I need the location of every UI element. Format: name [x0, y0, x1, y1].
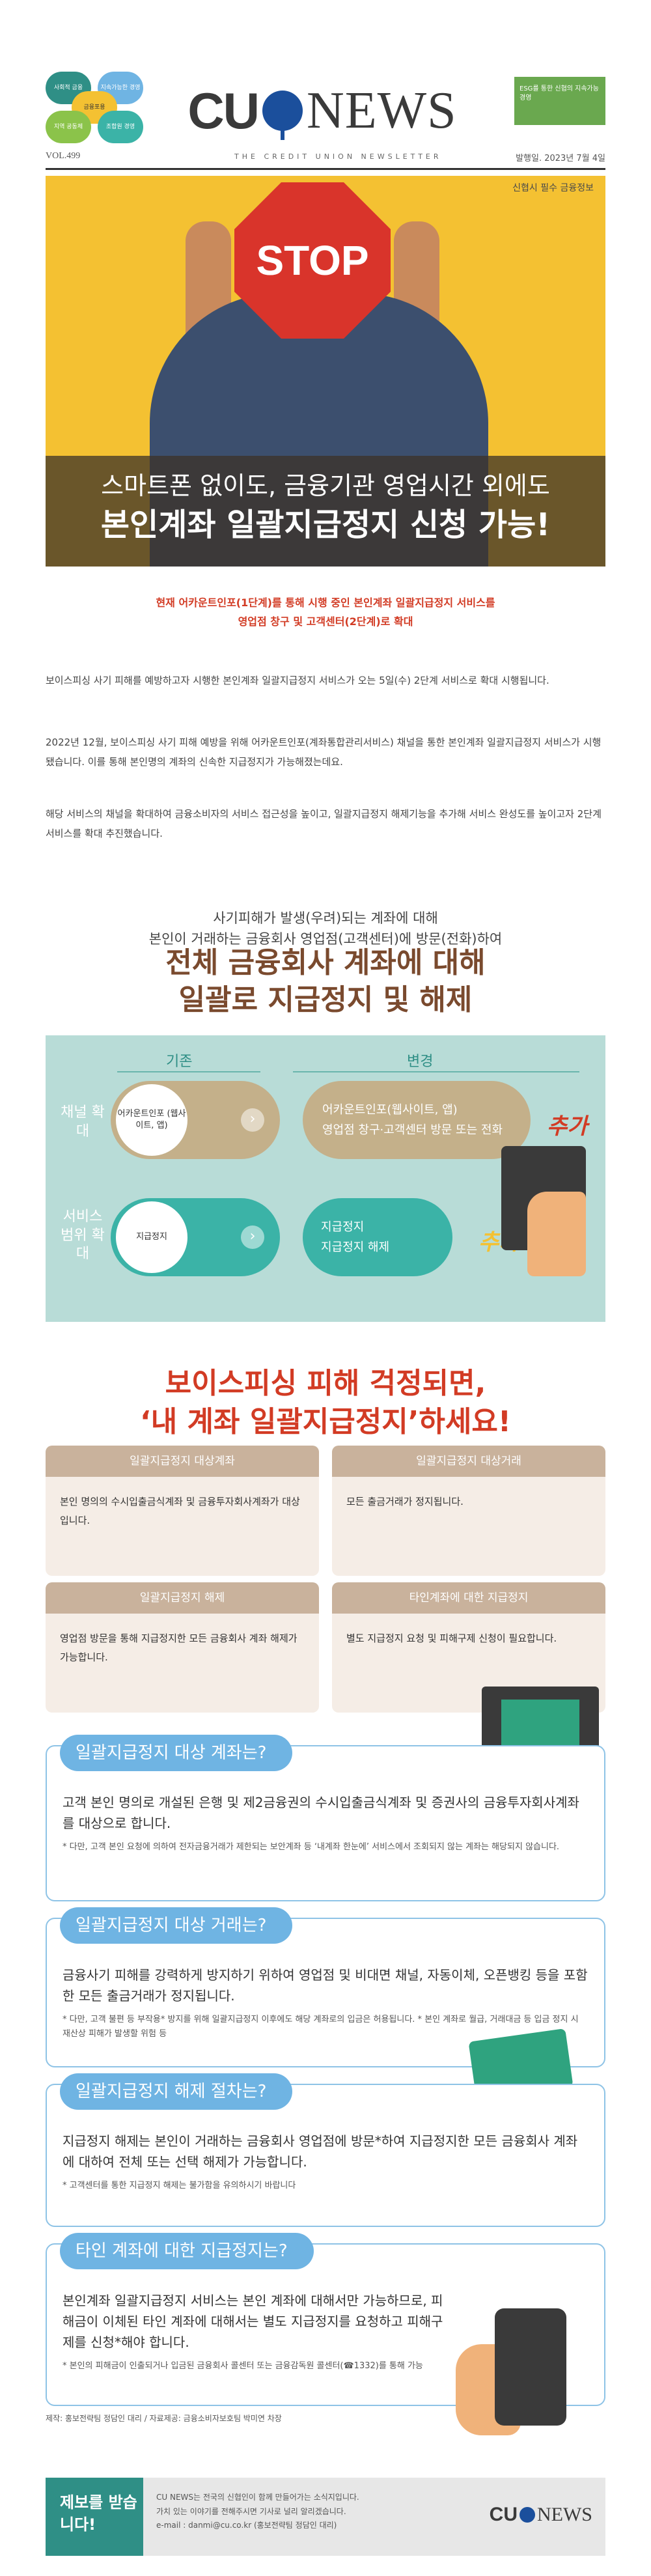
esg-sticker: ESG를 통한 신협의 지속가능 경영 [514, 77, 605, 125]
card-body: 모든 출금거래가 정지됩니다. [346, 1496, 464, 1507]
column-new-line [293, 1071, 579, 1072]
row1-old-value: 어카운트인포 (웹사이트, 앱) [116, 1084, 187, 1156]
footer-text: CU NEWS는 전국의 신협인이 함께 만들어가는 소식지입니다. 가치 있는… [156, 2491, 469, 2533]
stop-sign-icon: STOP [234, 182, 391, 339]
qa-answer: 지급정지 해제는 본인이 거래하는 금융회사 영업점에 방문*하여 지급정지한 … [62, 2131, 589, 2193]
card-head: 일괄지급정지 해제 [46, 1582, 319, 1614]
qa-note: * 다만, 고객 본인 요청에 의하여 전자금융거래가 제한되는 보안계좌 등 … [62, 1842, 560, 1852]
hand-icon [527, 1192, 586, 1276]
chevron-right-icon: › [241, 1108, 264, 1132]
row-scope-label: 서비스 범위 확대 [61, 1209, 105, 1263]
qa-answer: 본인계좌 일괄지급정지 서비스는 본인 계좌에 대해서만 가능하므로, 피해금이… [62, 2290, 454, 2373]
qa-question: 일괄지급정지 대상 계좌는? [60, 1735, 293, 1771]
hero-caption: 스마트폰 없이도, 금융기관 영업시간 외에도 본인계좌 일괄지급정지 신청 가… [46, 456, 605, 567]
column-old: 기존 [166, 1054, 193, 1070]
credit-line: 제작: 홍보전략팀 정담인 대리 / 자료제공: 금융소비자보호팀 박미연 차장 [46, 2414, 282, 2423]
logo-news: NEWS [307, 81, 457, 139]
qa-release-procedure: 일괄지급정지 해제 절차는? 지급정지 해제는 본인이 거래하는 금융회사 영업… [46, 2073, 605, 2227]
qa-answer-text: 본인계좌 일괄지급정지 서비스는 본인 계좌에 대해서만 가능하므로, 피해금이… [62, 2293, 443, 2350]
footer-text-line2: 가치 있는 이야기를 전해주시면 기사로 널리 알리겠습니다. [156, 2506, 346, 2516]
card-head: 일괄지급정지 대상계좌 [46, 1446, 319, 1477]
card-body: 별도 지급정지 요청 및 피해구제 신청이 필요합니다. [346, 1632, 557, 1644]
card-head: 타인계좌에 대한 지급정지 [332, 1582, 605, 1614]
qa-answer-text: 고객 본인 명의로 개설된 은행 및 제2금융권의 수시입출금식계좌 및 증권사… [62, 1795, 579, 1831]
info-card-release: 일괄지급정지 해제 영업점 방문을 통해 지급정지한 모든 금융회사 계좌 해제… [46, 1582, 319, 1713]
qa-answer-text: 지급정지 해제는 본인이 거래하는 금융회사 영업점에 방문*하여 지급정지한 … [62, 2133, 578, 2170]
row-channel-label: 채널 확대 [61, 1104, 105, 1140]
info-card-target-transactions: 일괄지급정지 대상거래 모든 출금거래가 정지됩니다. [332, 1446, 605, 1576]
masthead-rule [46, 168, 605, 170]
hero-series-label: 신협시 필수 금융정보 [512, 183, 594, 193]
badge-member: 조합원 경영 [98, 111, 143, 143]
hero-caption-line1: 스마트폰 없이도, 금융기관 영업시간 외에도 [101, 471, 550, 500]
section2-title: 보이스피싱 피해 걱정되면, ‘내 계좌 일괄지급정지’하세요! [65, 1364, 586, 1442]
section1-pretitle-line2: 본인이 거래하는 금융회사 영업점(고객센터)에 방문(전화)하여 [148, 931, 503, 947]
card-body: 영업점 방문을 통해 지급정지한 모든 금융회사 계좌 해제가 가능합니다. [60, 1632, 298, 1663]
issue-date: 발행일. 2023년 7월 4일 [516, 154, 605, 163]
column-old-line [117, 1071, 260, 1072]
intro-paragraph-2: 2022년 12월, 보이스피싱 사기 피해 예방을 위해 어카운트인포(계좌통… [46, 736, 602, 768]
row2-old-value: 지급정지 [116, 1201, 187, 1273]
qa-question: 일괄지급정지 대상 거래는? [60, 1907, 293, 1944]
stop-sign-text: STOP [256, 237, 369, 284]
qa-note: * 본인의 피해금이 인출되거나 입금된 금융회사 콜센터 또는 금융감독원 콜… [62, 2361, 423, 2371]
added-mark-1: 추가 [547, 1113, 588, 1140]
row2-new-value-b: 지급정지 해제 [321, 1240, 390, 1254]
header: 사회적 금융 지속가능한 경영 금융포용 지역 공동체 조합원 경영 CU NE… [0, 0, 651, 176]
torch-icon [262, 91, 303, 140]
qa-note: * 고객센터를 통한 지급정지 해제는 불가함을 유의하시기 바랍니다 [62, 2181, 296, 2191]
column-new: 변경 [407, 1054, 434, 1070]
qa-answer: 금융사기 피해를 강력하게 방지하기 위하여 영업점 및 비대면 채널, 자동이… [62, 1965, 589, 2041]
chevron-right-icon: › [241, 1225, 264, 1249]
tip-badge: 제보를 받습니다! [46, 2478, 143, 2556]
footer-logo: CU NEWS [490, 2504, 592, 2526]
intro-paragraph-1: 보이스피싱 사기 피해를 예방하고자 시행한 본인계좌 일괄지급정지 서비스가 … [46, 675, 549, 686]
qa-question: 타인 계좌에 대한 지급정지는? [60, 2233, 314, 2269]
badge-social-finance: 사회적 금융 [46, 72, 91, 104]
row2-new-value-a: 지급정지 [321, 1220, 365, 1234]
card-body: 본인 명의의 수시입출금식계좌 및 금융투자회사계좌가 대상입니다. [60, 1496, 300, 1526]
comparison-infographic: 기존 변경 채널 확대 서비스 범위 확대 어카운트인포 (웹사이트, 앱) 지… [46, 1035, 605, 1322]
qa-answer-text: 금융사기 피해를 강력하게 방지하기 위하여 영업점 및 비대면 채널, 자동이… [62, 1967, 588, 2004]
footer-logo-news: NEWS [537, 2504, 592, 2525]
footer-email[interactable]: e-mail : danmi@cu.co.kr (홍보전략팀 정담인 대리) [156, 2521, 337, 2530]
volume-number: VOL.499 [46, 151, 81, 161]
torch-icon [519, 2507, 535, 2523]
esg-badges: 사회적 금융 지속가능한 경영 금융포용 지역 공동체 조합원 경영 [46, 72, 143, 143]
card-head: 일괄지급정지 대상거래 [332, 1446, 605, 1477]
cu-news-logo: CU NEWS [186, 75, 459, 147]
section1-title-line2: 일괄로 지급정지 및 해제 [178, 983, 473, 1017]
smartphone-icon [495, 2308, 566, 2426]
row2-new-pill: 지급정지 지급정지 해제 [303, 1198, 452, 1276]
section1-pretitle: 사기피해가 발생(우려)되는 계좌에 대해 본인이 거래하는 금융회사 영업점(… [98, 908, 553, 949]
intro-highlight: 현재 어카운트인포(1단계)를 통해 시행 중인 본인계좌 일괄지급정지 서비스… [65, 594, 586, 632]
qa-note: * 다만, 고객 불편 등 부작용* 방지를 위해 일괄지급정지 이후에도 해당… [62, 2015, 579, 2039]
row1-new-pill: 어카운트인포(웹사이트, 앱) 영업점 창구·고객센터 방문 또는 전화 [303, 1081, 531, 1159]
section2-title-line1: 보이스피싱 피해 걱정되면, [165, 1367, 486, 1400]
info-card-target-accounts: 일괄지급정지 대상계좌 본인 명의의 수시입출금식계좌 및 금융투자회사계좌가 … [46, 1446, 319, 1576]
row1-new-value-a: 어카운트인포(웹사이트, 앱) [322, 1103, 458, 1117]
qa-question: 일괄지급정지 해제 절차는? [60, 2073, 293, 2110]
qa-target-accounts: 일괄지급정지 대상 계좌는? 고객 본인 명의로 개설된 은행 및 제2금융권의… [46, 1735, 605, 1901]
footer: 제보를 받습니다! CU NEWS는 전국의 신협인이 함께 만들어가는 소식지… [46, 2478, 605, 2556]
tagline: THE CREDIT UNION NEWSLETTER [234, 152, 442, 161]
masthead-bar: VOL.499 THE CREDIT UNION NEWSLETTER 발행일.… [46, 151, 605, 164]
section2-title-line2: ‘내 계좌 일괄지급정지’하세요! [140, 1405, 511, 1439]
footer-text-line1: CU NEWS는 전국의 신협인이 함께 만들어가는 소식지입니다. [156, 2493, 359, 2502]
intro-highlight-line2: 영업점 창구 및 고객센터(2단계)로 확대 [238, 615, 413, 628]
logo-cu: CU [187, 81, 260, 139]
footer-logo-cu: CU [489, 2504, 518, 2525]
qa-answer: 고객 본인 명의로 개설된 은행 및 제2금융권의 수시입출금식계좌 및 증권사… [62, 1792, 589, 1855]
intro-highlight-line1: 현재 어카운트인포(1단계)를 통해 시행 중인 본인계좌 일괄지급정지 서비스… [156, 596, 495, 609]
section1-pretitle-line1: 사기피해가 발생(우려)되는 계좌에 대해 [213, 910, 438, 926]
section1-title: 전체 금융회사 계좌에 대해 일괄로 지급정지 및 해제 [65, 944, 586, 1018]
badge-community: 지역 공동체 [46, 111, 91, 143]
intro-paragraph-3: 해당 서비스의 채널을 확대하여 금융소비자의 서비스 접근성을 높이고, 일괄… [46, 808, 602, 839]
section1-title-line1: 전체 금융회사 계좌에 대해 [165, 946, 486, 979]
hero-caption-line2: 본인계좌 일괄지급정지 신청 가능! [100, 507, 551, 544]
row1-new-value-b: 영업점 창구·고객센터 방문 또는 전화 [322, 1123, 503, 1137]
hero-image: 신협시 필수 금융정보 STOP 스마트폰 없이도, 금융기관 영업시간 외에도… [46, 176, 605, 567]
